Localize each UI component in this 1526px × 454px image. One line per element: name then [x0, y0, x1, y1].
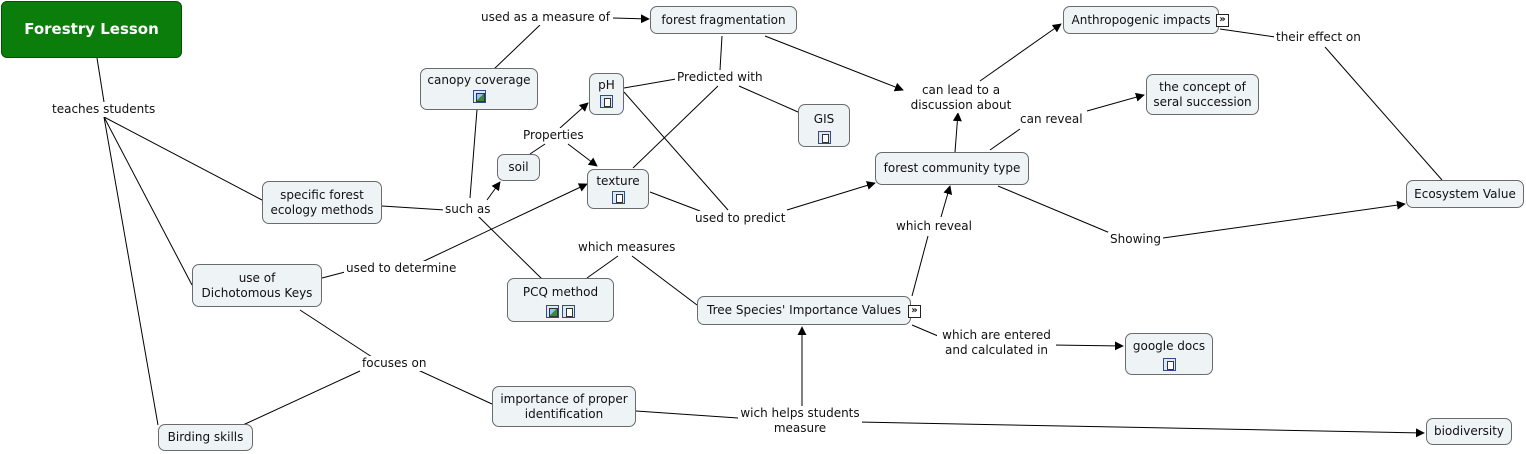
- link-focuses-on[interactable]: focuses on: [360, 356, 429, 371]
- link-showing[interactable]: Showing: [1108, 232, 1163, 247]
- concept-forest-community-type[interactable]: forest community type: [875, 152, 1029, 185]
- concept-forest-fragmentation[interactable]: forest fragmentation: [650, 6, 797, 34]
- concept-label: importance of proper identification: [500, 391, 628, 421]
- concept-anthropogenic-impacts[interactable]: Anthropogenic impacts: [1063, 6, 1219, 34]
- concept-gis[interactable]: GIS: [798, 104, 850, 147]
- concept-importance-identification[interactable]: importance of proper identification: [492, 386, 636, 427]
- document-icon[interactable]: [562, 305, 575, 318]
- concept-label: forest fragmentation: [661, 12, 786, 27]
- concept-label: Tree Species' Importance Values: [707, 303, 901, 317]
- concept-label: texture: [596, 174, 640, 188]
- expand-icon[interactable]: »: [908, 305, 921, 318]
- concept-label: canopy coverage: [427, 73, 531, 87]
- concept-birding-skills[interactable]: Birding skills: [158, 424, 253, 451]
- link-used-to-predict[interactable]: used to predict: [693, 211, 788, 226]
- concept-label: pH: [598, 78, 615, 92]
- concept-label: the concept of seral succession: [1153, 79, 1252, 109]
- concept-label: Ecosystem Value: [1414, 186, 1516, 201]
- link-their-effect[interactable]: their effect on: [1274, 30, 1363, 45]
- document-icon[interactable]: [600, 95, 613, 108]
- concept-ph[interactable]: pH: [589, 73, 624, 115]
- concept-forestry-lesson[interactable]: Forestry Lesson: [1, 1, 182, 58]
- link-which-measures[interactable]: which measures: [576, 240, 678, 255]
- concept-label: forest community type: [883, 161, 1021, 175]
- concept-tree-species-importance[interactable]: Tree Species' Importance Values: [697, 296, 911, 325]
- link-properties[interactable]: Properties: [521, 128, 586, 143]
- document-icon[interactable]: [1162, 358, 1176, 371]
- concept-label: biodiversity: [1433, 424, 1505, 438]
- concept-label: Birding skills: [167, 430, 244, 444]
- concept-biodiversity[interactable]: biodiversity: [1426, 418, 1512, 445]
- link-used-as-measure[interactable]: used as a measure of: [479, 10, 612, 25]
- concept-pcq-method[interactable]: PCQ method: [507, 278, 614, 322]
- link-wich-helps[interactable]: wich helps students measure: [738, 406, 862, 436]
- concept-google-docs[interactable]: google docs: [1125, 333, 1213, 375]
- concept-label: Anthropogenic impacts: [1071, 12, 1211, 27]
- expand-icon[interactable]: »: [1216, 14, 1229, 27]
- document-icon[interactable]: [611, 191, 625, 204]
- concept-dichotomous-keys[interactable]: use of Dichotomous Keys: [192, 264, 322, 307]
- concept-soil[interactable]: soil: [497, 154, 540, 181]
- image-icon[interactable]: [546, 305, 559, 318]
- concept-label: soil: [508, 160, 529, 174]
- concept-label: use of Dichotomous Keys: [201, 270, 313, 300]
- concept-seral-succession[interactable]: the concept of seral succession: [1146, 74, 1259, 115]
- concept-canopy-coverage[interactable]: canopy coverage: [420, 68, 538, 110]
- concept-label: specific forest ecology methods: [270, 187, 374, 217]
- link-used-to-determine[interactable]: used to determine: [344, 261, 459, 276]
- link-can-lead[interactable]: can lead to a discussion about: [905, 83, 1017, 113]
- concept-label: google docs: [1132, 339, 1206, 353]
- concept-texture[interactable]: texture: [587, 169, 649, 209]
- link-entered-calculated[interactable]: which are entered and calculated in: [937, 328, 1056, 358]
- link-predicted-with[interactable]: Predicted with: [675, 70, 765, 85]
- link-teaches-students[interactable]: teaches students: [50, 102, 158, 117]
- concept-label: Forestry Lesson: [24, 20, 159, 38]
- concept-specific-methods[interactable]: specific forest ecology methods: [262, 181, 382, 224]
- link-such-as[interactable]: such as: [443, 202, 493, 217]
- link-can-reveal[interactable]: can reveal: [1018, 112, 1085, 127]
- image-icon[interactable]: [472, 90, 486, 103]
- concept-ecosystem-value[interactable]: Ecosystem Value: [1406, 180, 1524, 208]
- link-which-reveal[interactable]: which reveal: [894, 219, 974, 234]
- concept-label: GIS: [813, 112, 835, 126]
- document-icon[interactable]: [817, 131, 831, 144]
- concept-label: PCQ method: [522, 285, 599, 299]
